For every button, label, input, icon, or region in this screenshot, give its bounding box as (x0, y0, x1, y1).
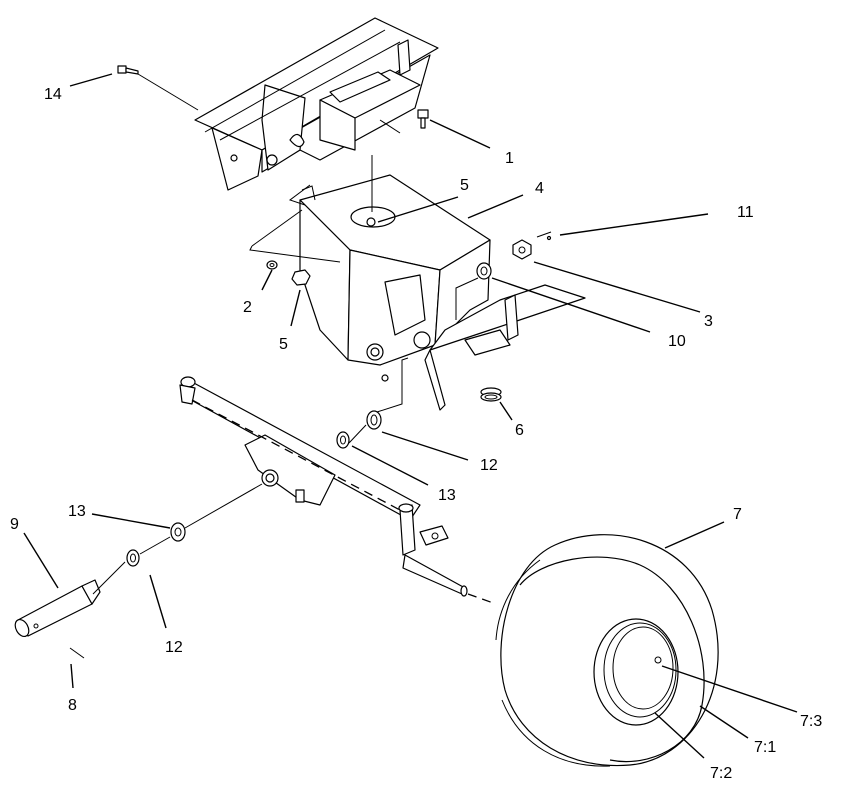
washer-13-lower (170, 522, 186, 542)
callout-3: 3 (704, 313, 713, 330)
callout-6: 6 (515, 422, 524, 439)
callout-9: 9 (10, 516, 19, 533)
callout-labels: 14 1 5 4 11 2 5 3 10 6 12 13 13 9 7 12 8… (10, 86, 822, 782)
spring-6 (480, 387, 502, 402)
cotter-pin-8 (69, 647, 85, 659)
callout-12-upper: 12 (480, 457, 498, 474)
nut-3 (512, 239, 532, 260)
callout-4: 4 (535, 180, 544, 197)
callout-10: 10 (668, 333, 686, 350)
washer-10 (476, 262, 492, 280)
leader-lines (23, 73, 798, 759)
axle-support-plate (299, 174, 586, 411)
callout-8: 8 (68, 697, 77, 714)
bolt-1 (417, 109, 429, 129)
callout-1: 1 (505, 150, 514, 167)
frame-bracket (194, 17, 439, 191)
washer-12-upper (366, 410, 382, 430)
callout-5-left: 5 (279, 336, 288, 353)
washer-13-upper (336, 431, 350, 449)
front-axle (179, 376, 468, 597)
callout-7: 7 (733, 506, 742, 523)
pivot-pin-9 (14, 579, 101, 638)
callout-7-2: 7:2 (710, 765, 732, 782)
callout-12-lower: 12 (165, 639, 183, 656)
assembly-lines (92, 73, 552, 605)
callout-5-top: 5 (460, 177, 469, 194)
washer-12-lower (126, 549, 140, 567)
callout-14: 14 (44, 86, 62, 103)
callout-13-lower: 13 (68, 503, 86, 520)
callout-11: 11 (737, 204, 754, 221)
pin-11 (546, 235, 552, 241)
callout-2: 2 (243, 299, 252, 316)
nut-5-left (291, 269, 311, 286)
callout-13-upper: 13 (438, 487, 456, 504)
nut-5-top (350, 206, 396, 228)
callout-7-1: 7:1 (754, 739, 776, 756)
callout-7-3: 7:3 (800, 713, 822, 730)
washer-2 (266, 260, 278, 270)
bolt-14 (117, 65, 139, 75)
wheel-assembly (495, 534, 719, 767)
